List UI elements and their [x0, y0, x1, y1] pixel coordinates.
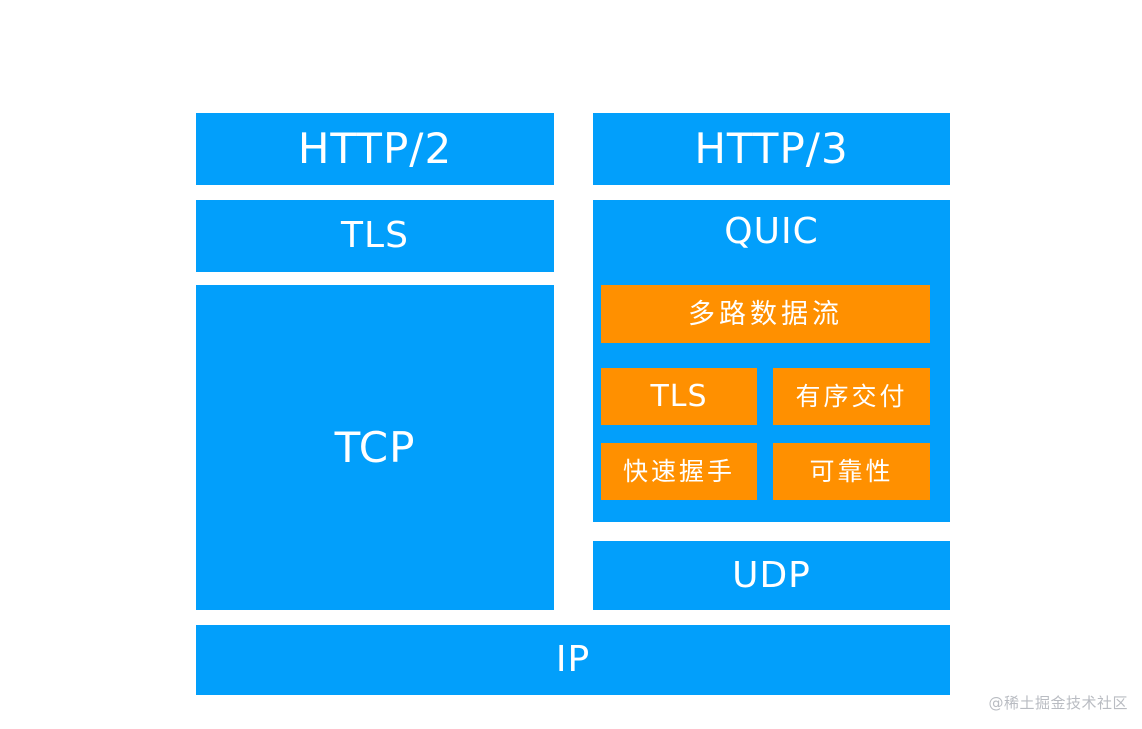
block-ip: IP	[196, 625, 950, 695]
block-http2-label: HTTP/2	[297, 124, 453, 173]
block-tls-left-label: TLS	[341, 215, 409, 256]
block-udp: UDP	[593, 541, 950, 610]
quic-feature-fast-handshake: 快速握手	[601, 443, 757, 500]
quic-feature-multiplexed-streams: 多路数据流	[601, 285, 930, 343]
block-http3-label: HTTP/3	[694, 124, 849, 173]
quic-feature-multiplexed-streams-label: 多路数据流	[688, 298, 843, 330]
block-ip-label: IP	[555, 639, 591, 680]
quic-feature-tls: TLS	[601, 368, 757, 425]
quic-feature-reliability: 可靠性	[773, 443, 930, 500]
block-tcp-label: TCP	[334, 422, 416, 472]
block-tcp: TCP	[196, 285, 554, 610]
watermark-label: @稀土掘金技术社区	[988, 694, 1128, 712]
watermark: @稀土掘金技术社区	[988, 692, 1128, 713]
quic-feature-ordered-delivery-label: 有序交付	[795, 382, 908, 411]
block-udp-label: UDP	[732, 554, 811, 596]
block-http3: HTTP/3	[593, 113, 950, 185]
quic-feature-fast-handshake-label: 快速握手	[622, 457, 735, 486]
block-quic-label: QUIC	[724, 211, 819, 252]
quic-feature-ordered-delivery: 有序交付	[773, 368, 930, 425]
quic-feature-tls-label: TLS	[650, 378, 708, 414]
quic-feature-reliability-label: 可靠性	[809, 457, 894, 486]
block-http2: HTTP/2	[196, 113, 554, 185]
block-tls-left: TLS	[196, 200, 554, 272]
